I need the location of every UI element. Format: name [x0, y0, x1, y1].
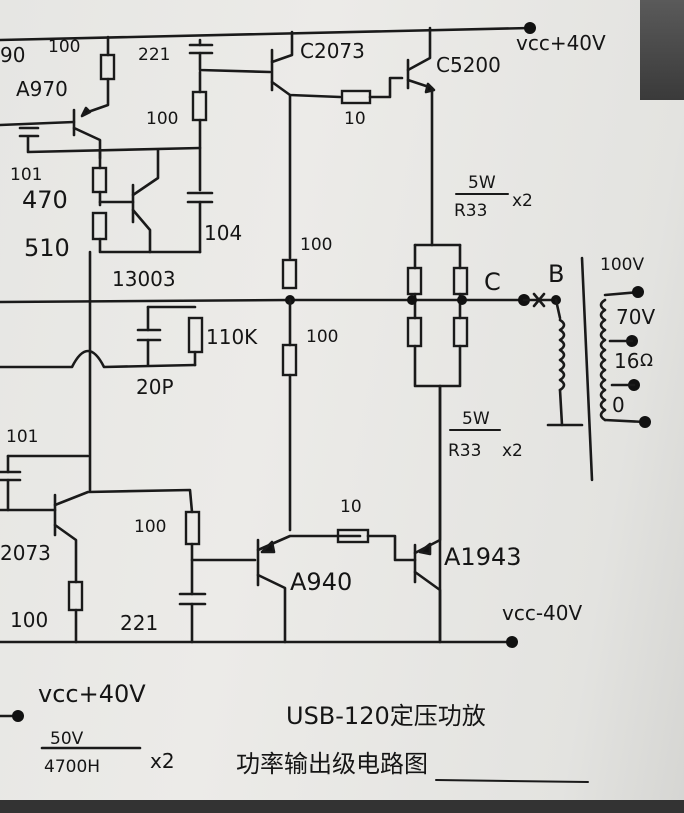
- label-tap-70v: 70V: [616, 305, 655, 329]
- label-q-c2073-top: C2073: [300, 39, 365, 63]
- label-tap-16: 16: [614, 349, 639, 373]
- c2073-transistor-top: [270, 30, 342, 260]
- filter-cap-node: [0, 710, 142, 750]
- bottom-bar: [0, 800, 684, 813]
- top-power-rail: [0, 22, 536, 42]
- label-a970: A970: [16, 77, 68, 101]
- c2073-transistor-bottom: [0, 488, 194, 584]
- capacitor-101-bottom: [0, 454, 90, 512]
- label-vcc-pos-top: vcc+40V: [516, 31, 606, 55]
- label-r-lower-value: R33: [448, 441, 481, 461]
- label-tap-100v: 100V: [600, 255, 644, 275]
- label-c-20p: 20P: [136, 375, 174, 399]
- transformer-secondary: [599, 286, 651, 428]
- label-tap-0: 0: [612, 393, 625, 417]
- label-r-upper-value: R33: [454, 201, 487, 221]
- resistor-100-center-lower: [281, 298, 298, 532]
- resistor-100-center-upper: [281, 258, 298, 290]
- resistor-10-top: [340, 76, 404, 105]
- output-node-b: [522, 292, 584, 427]
- resistor-100-bottom-left: [67, 580, 84, 644]
- midpoint-bus: [0, 294, 530, 306]
- label-ohm-symbol: Ω: [640, 351, 653, 371]
- label-filter-cap-voltage: 50V: [50, 729, 84, 749]
- c5200-transistor: [406, 26, 436, 247]
- label-r-100-mid: 100: [146, 109, 178, 129]
- label-r-100-bottom-left: 100: [10, 608, 48, 632]
- label-c-221-top: 221: [138, 45, 170, 65]
- transistor-13003: [98, 148, 160, 254]
- capacitor-104: [186, 191, 214, 254]
- label-r-10-bottom: 10: [340, 497, 362, 517]
- label-node-b: B: [548, 260, 564, 288]
- emitter-resistors-lower: [406, 316, 469, 642]
- resistor-470: [91, 150, 108, 207]
- label-r-upper-power: 5W: [468, 173, 496, 193]
- label-emitter-lower: 5W R33 x2: [448, 409, 523, 461]
- label-r-100-center-upper: 100: [300, 235, 332, 255]
- label-q-13003: 13003: [112, 267, 176, 291]
- label-r-470: 470: [22, 186, 68, 214]
- label-r-100-top-left: 100: [48, 37, 80, 57]
- label-r-upper-count: x2: [512, 191, 533, 211]
- bottom-negative-rail: [0, 636, 518, 648]
- label-q-a940: A940: [290, 568, 352, 596]
- label-partial-90: 90: [0, 43, 25, 67]
- a1943-transistor: [413, 384, 442, 644]
- label-c-221-bottom: 221: [120, 611, 158, 635]
- label-r-110k: 110K: [206, 325, 258, 349]
- label-r-510: 510: [24, 234, 70, 262]
- label-r-lower-count: x2: [502, 441, 523, 461]
- title-line-1: USB-120定压功放: [286, 702, 486, 730]
- resistor-100-mid: [188, 38, 272, 192]
- a940-transistor: [256, 534, 362, 644]
- background-corner: [640, 0, 684, 100]
- emitter-resistors-upper: [406, 243, 469, 320]
- label-vcc-pos-bottom: vcc+40V: [38, 680, 146, 708]
- resistor-510: [91, 211, 202, 254]
- resistor-10-bottom: [336, 528, 417, 562]
- label-filter-cap-count: x2: [150, 749, 175, 773]
- capacitor-101-top: [18, 126, 202, 154]
- label-filter-cap-value: 4700H: [44, 757, 100, 777]
- label-q-c5200: C5200: [436, 53, 501, 77]
- label-q-c2073-bottom: 2073: [0, 541, 51, 565]
- label-r-lower-power: 5W: [462, 409, 490, 429]
- label-r-100-center-lower: 100: [306, 327, 338, 347]
- resistor-100-bottom-mid: [178, 510, 257, 644]
- label-r-100-bottom-mid: 100: [134, 517, 166, 537]
- title-line-2: 功率输出级电路图: [236, 750, 428, 778]
- transformer-core: [580, 256, 594, 482]
- feedback-network: [0, 305, 204, 369]
- label-r-10-top: 10: [344, 109, 366, 129]
- label-c-101-top: 101: [10, 165, 42, 185]
- title-underline: [435, 779, 589, 783]
- label-q-a1943: A1943: [444, 543, 522, 571]
- label-vcc-neg: vcc-40V: [502, 601, 582, 625]
- label-c-101-bottom: 101: [6, 427, 38, 447]
- label-emitter-upper: 5W R33 x2: [454, 173, 533, 221]
- label-node-c: C: [484, 268, 501, 296]
- label-c-104: 104: [204, 221, 242, 245]
